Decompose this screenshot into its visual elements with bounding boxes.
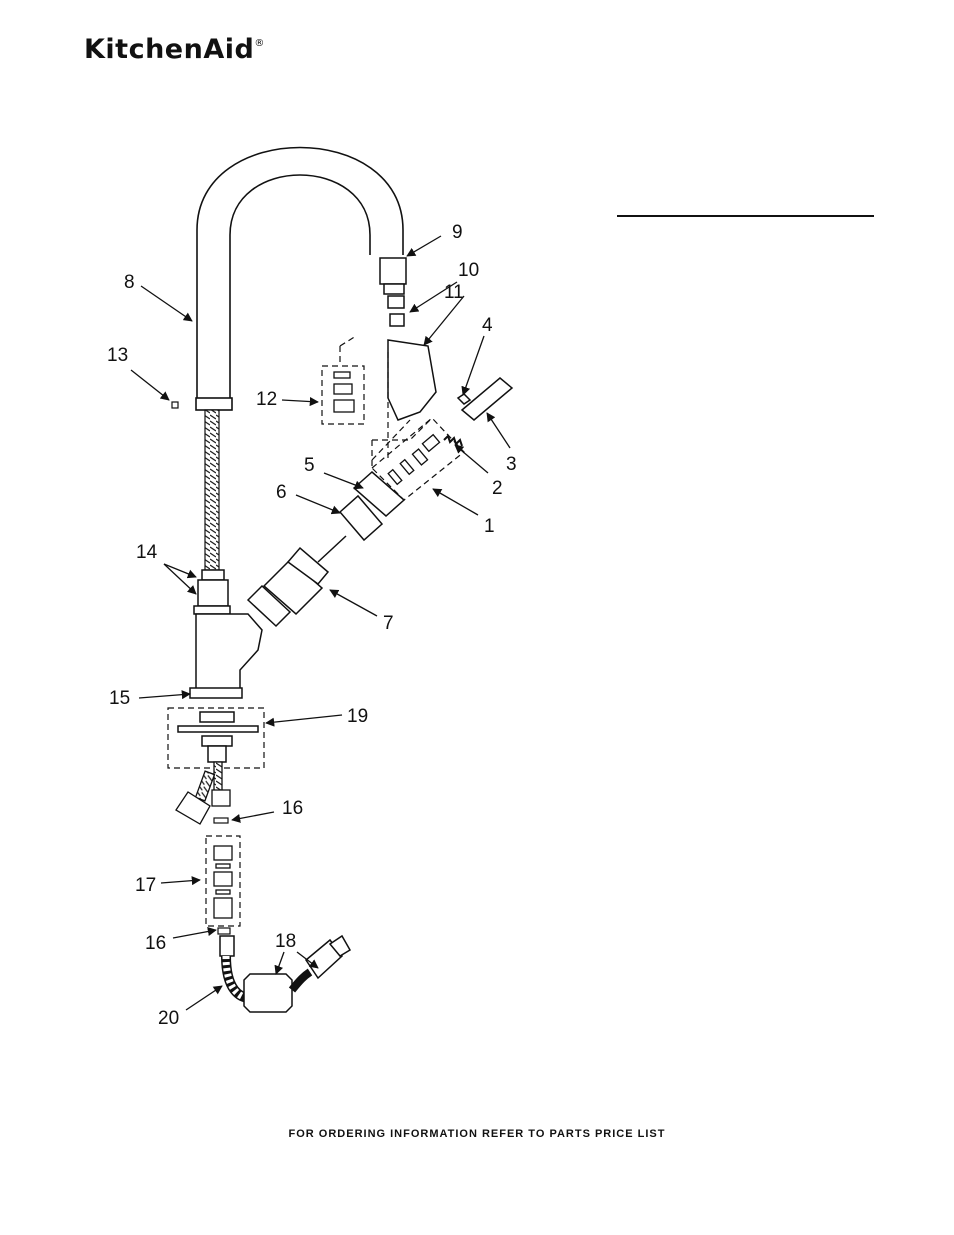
callout-11: 11 — [444, 282, 464, 303]
callout-2: 2 — [492, 478, 503, 499]
kitchenaid-logo: KitchenAid® — [84, 34, 265, 65]
fitting-group-17 — [205, 835, 241, 927]
callout-7: 7 — [383, 613, 394, 634]
callout-5: 5 — [304, 455, 315, 476]
ordering-footer: FOR ORDERING INFORMATION REFER TO PARTS … — [288, 1128, 666, 1140]
callout-15: 15 — [109, 688, 130, 709]
callout-9: 9 — [452, 222, 463, 243]
faucet-body — [189, 569, 263, 699]
mounting-hardware — [167, 707, 265, 769]
callout-13: 13 — [107, 345, 128, 366]
sprayhead-assembly — [371, 257, 437, 461]
logo-text: KitchenAid — [84, 34, 255, 65]
spout-part — [195, 146, 404, 411]
callout-14: 14 — [136, 542, 158, 563]
callout-3: 3 — [506, 454, 517, 475]
registered-mark: ® — [254, 38, 265, 49]
spring-part — [443, 434, 463, 447]
screw-part — [171, 401, 179, 409]
dashed-group-12 — [321, 335, 365, 425]
spout-hose — [204, 409, 220, 571]
callout-20: 20 — [158, 1008, 179, 1029]
callout-labels: 1 2 3 4 5 6 7 8 9 10 11 12 13 14 15 16 1… — [107, 222, 517, 1029]
supply-lines — [175, 761, 231, 825]
bottom-hose-assembly — [219, 934, 352, 1013]
callout-16-upper: 16 — [282, 798, 303, 819]
cartridge-parts — [338, 471, 406, 542]
leader-lines — [130, 235, 511, 1011]
button-part — [456, 377, 514, 421]
title-rule — [617, 215, 874, 217]
callout-1: 1 — [484, 516, 495, 537]
callout-4: 4 — [482, 315, 493, 336]
small-seals — [387, 433, 441, 486]
seal-16-lower — [217, 927, 231, 935]
callout-17: 17 — [135, 875, 156, 896]
callout-16-lower: 16 — [145, 933, 166, 954]
handle-assembly — [246, 535, 347, 628]
callout-12: 12 — [256, 389, 277, 410]
callout-10: 10 — [458, 260, 479, 281]
callout-8: 8 — [124, 272, 135, 293]
callout-6: 6 — [276, 482, 287, 503]
seal-16-upper — [213, 817, 229, 824]
callout-19: 19 — [347, 706, 368, 727]
callout-18: 18 — [275, 931, 296, 952]
